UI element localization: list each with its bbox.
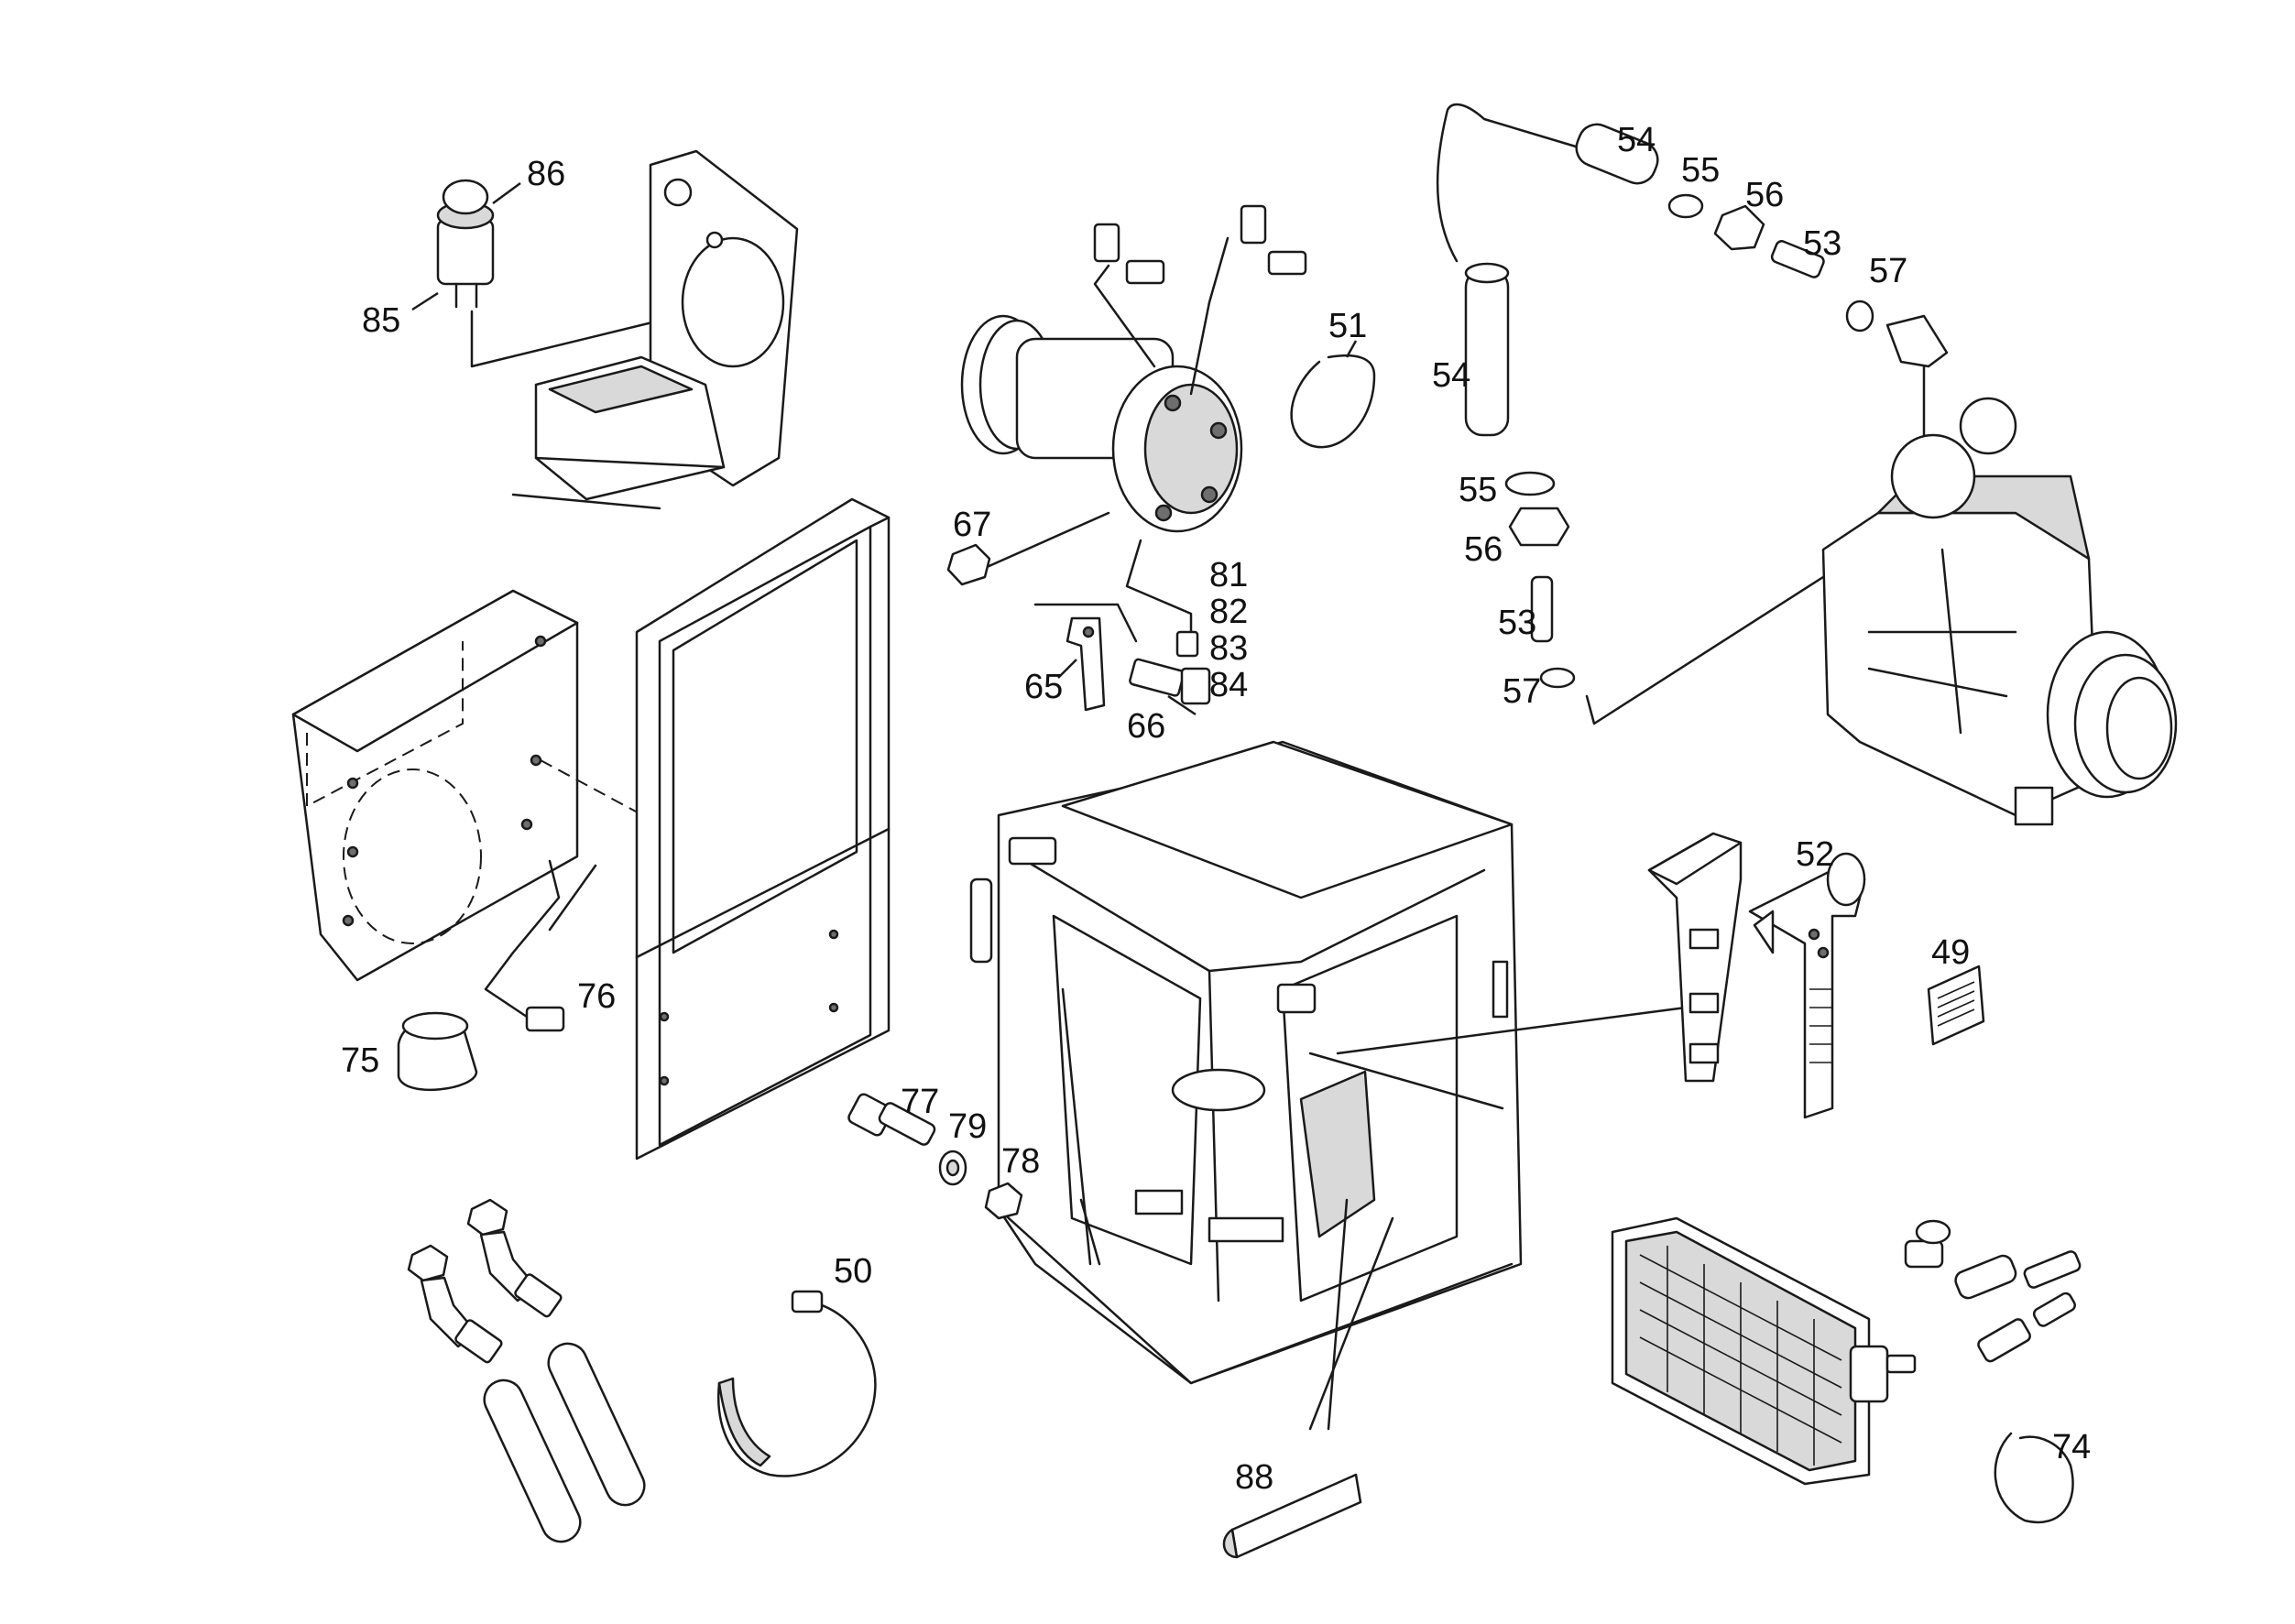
callout-81: 81 — [1209, 556, 1248, 594]
washer-part-79 — [938, 1150, 967, 1186]
callout-65: 65 — [1024, 668, 1063, 706]
callout-57-top: 57 — [1869, 252, 1907, 290]
callout-88: 88 — [1235, 1458, 1273, 1497]
mounting-brackets-part-52 — [1647, 832, 1866, 1119]
evaporator-core-part — [1611, 1216, 1917, 1486]
callout-75: 75 — [341, 1041, 379, 1080]
callout-84: 84 — [1209, 666, 1248, 704]
callout-67: 67 — [953, 506, 991, 544]
callout-54-mid: 54 — [1432, 356, 1470, 395]
trim-strip-part-88 — [1222, 1473, 1362, 1559]
compressor-part — [960, 204, 1307, 658]
callout-53-top: 53 — [1803, 224, 1841, 263]
label-plate-part-49 — [1927, 965, 1985, 1046]
callout-50: 50 — [834, 1252, 872, 1291]
hose-assembly-part — [1436, 103, 1949, 725]
bolt-part-66 — [1129, 658, 1211, 705]
callout-66: 66 — [1127, 707, 1165, 746]
bracket-part-65 — [1033, 603, 1138, 712]
callout-55-mid: 55 — [1459, 471, 1497, 509]
hose-set-part — [407, 1198, 646, 1543]
callout-53-mid: 53 — [1498, 604, 1536, 642]
hose-clamp-part-51 — [1290, 354, 1376, 449]
engine-part — [1821, 397, 2178, 826]
clip-part-75 — [397, 1011, 478, 1092]
nut-part-78 — [984, 1182, 1023, 1220]
bolt-part-77 — [847, 1093, 936, 1146]
callout-82: 82 — [1209, 593, 1248, 631]
callout-56-top: 56 — [1745, 176, 1784, 214]
callout-labels: 86 85 51 67 81 82 83 84 65 66 54 55 56 5… — [341, 121, 2091, 1497]
callout-77: 77 — [901, 1083, 939, 1121]
nut-part-67 — [946, 543, 991, 586]
cab-door-part — [635, 497, 891, 1161]
operator-cab-part — [969, 740, 1688, 1431]
callout-86: 86 — [527, 155, 565, 193]
callout-85: 85 — [362, 301, 400, 340]
hose-clamp-part-74 — [1994, 1432, 2074, 1524]
callout-57-mid: 57 — [1503, 672, 1541, 711]
callout-74: 74 — [2052, 1428, 2091, 1466]
callout-78: 78 — [1001, 1142, 1040, 1181]
callout-52: 52 — [1796, 835, 1834, 874]
dashboard-console-part — [511, 149, 799, 510]
leader-lines — [411, 181, 1358, 716]
callout-79: 79 — [948, 1107, 987, 1146]
callout-51: 51 — [1328, 307, 1367, 345]
callout-54-top: 54 — [1617, 121, 1656, 159]
callout-55-top: 55 — [1681, 151, 1720, 190]
band-clamp-part-50 — [717, 1290, 877, 1477]
callout-76: 76 — [577, 977, 616, 1016]
callout-56-mid: 56 — [1464, 530, 1503, 569]
heater-box-part — [291, 589, 661, 1032]
hose-fittings-part — [1904, 1219, 2082, 1363]
callout-49: 49 — [1931, 933, 1970, 972]
callout-83: 83 — [1209, 629, 1248, 668]
pressure-switch-part — [436, 179, 661, 368]
